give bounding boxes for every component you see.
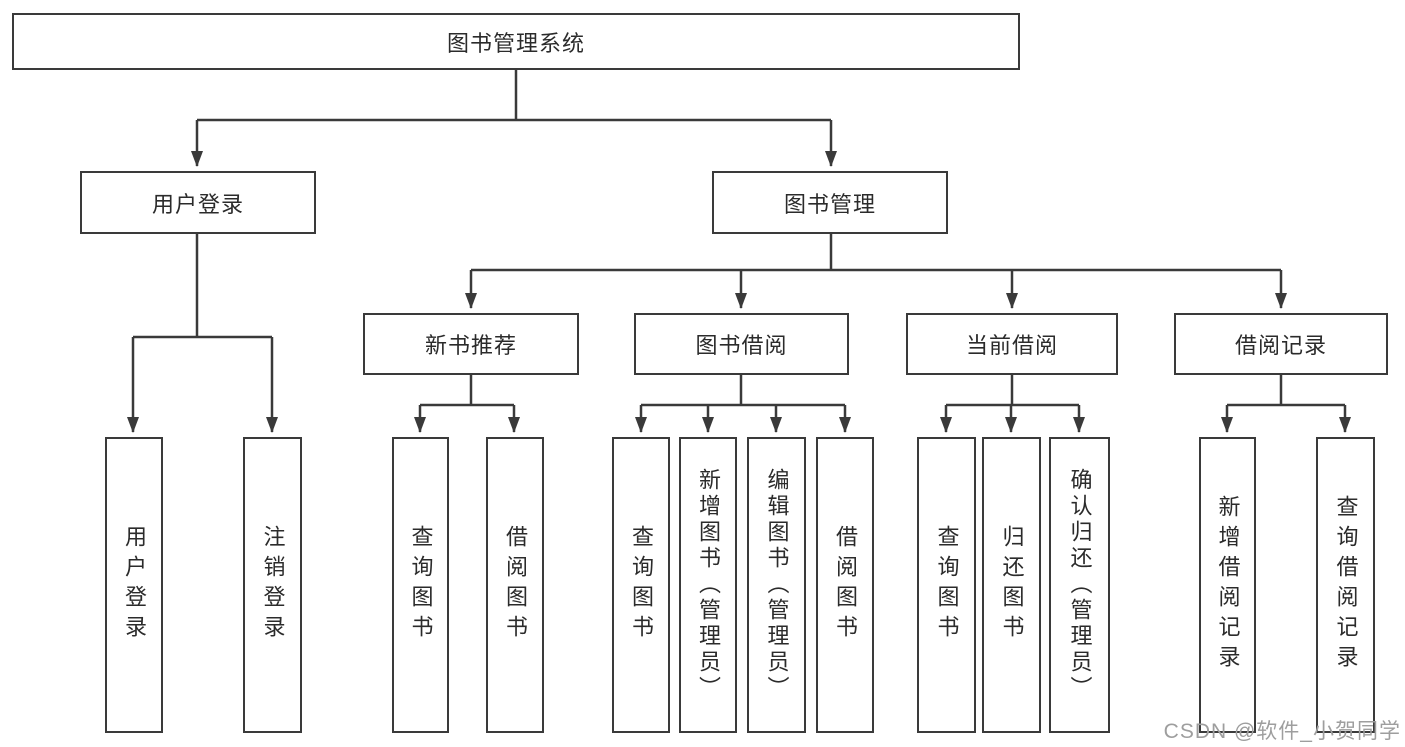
node-leaf-query-books-3: 查询图书 [917, 437, 976, 733]
node-leaf-user-login: 用户登录 [105, 437, 163, 733]
node-leaf-add-books-admin: 新增图书（管理员） [679, 437, 737, 733]
node-leaf-borrow-books-1: 借阅图书 [486, 437, 544, 733]
node-leaf-confirm-return-admin: 确认归还（管理员） [1049, 437, 1110, 733]
node-current-borrowing: 当前借阅 [906, 313, 1118, 375]
node-user-login-branch: 用户登录 [80, 171, 316, 234]
node-book-borrowing: 图书借阅 [634, 313, 849, 375]
node-leaf-edit-books-admin: 编辑图书（管理员） [747, 437, 806, 733]
csdn-watermark: CSDN @软件_小贺同学 [1163, 720, 1401, 743]
node-new-book-recommendation: 新书推荐 [363, 313, 579, 375]
node-leaf-return-books: 归还图书 [982, 437, 1041, 733]
node-leaf-query-books-2: 查询图书 [612, 437, 670, 733]
node-leaf-add-borrow-record: 新增借阅记录 [1199, 437, 1256, 733]
node-book-management-branch: 图书管理 [712, 171, 948, 234]
node-leaf-logout: 注销登录 [243, 437, 302, 733]
node-leaf-query-books-1: 查询图书 [392, 437, 449, 733]
node-borrowing-records: 借阅记录 [1174, 313, 1388, 375]
node-leaf-query-borrow-record: 查询借阅记录 [1316, 437, 1375, 733]
node-leaf-borrow-books-2: 借阅图书 [816, 437, 874, 733]
node-library-management-system: 图书管理系统 [12, 13, 1020, 70]
